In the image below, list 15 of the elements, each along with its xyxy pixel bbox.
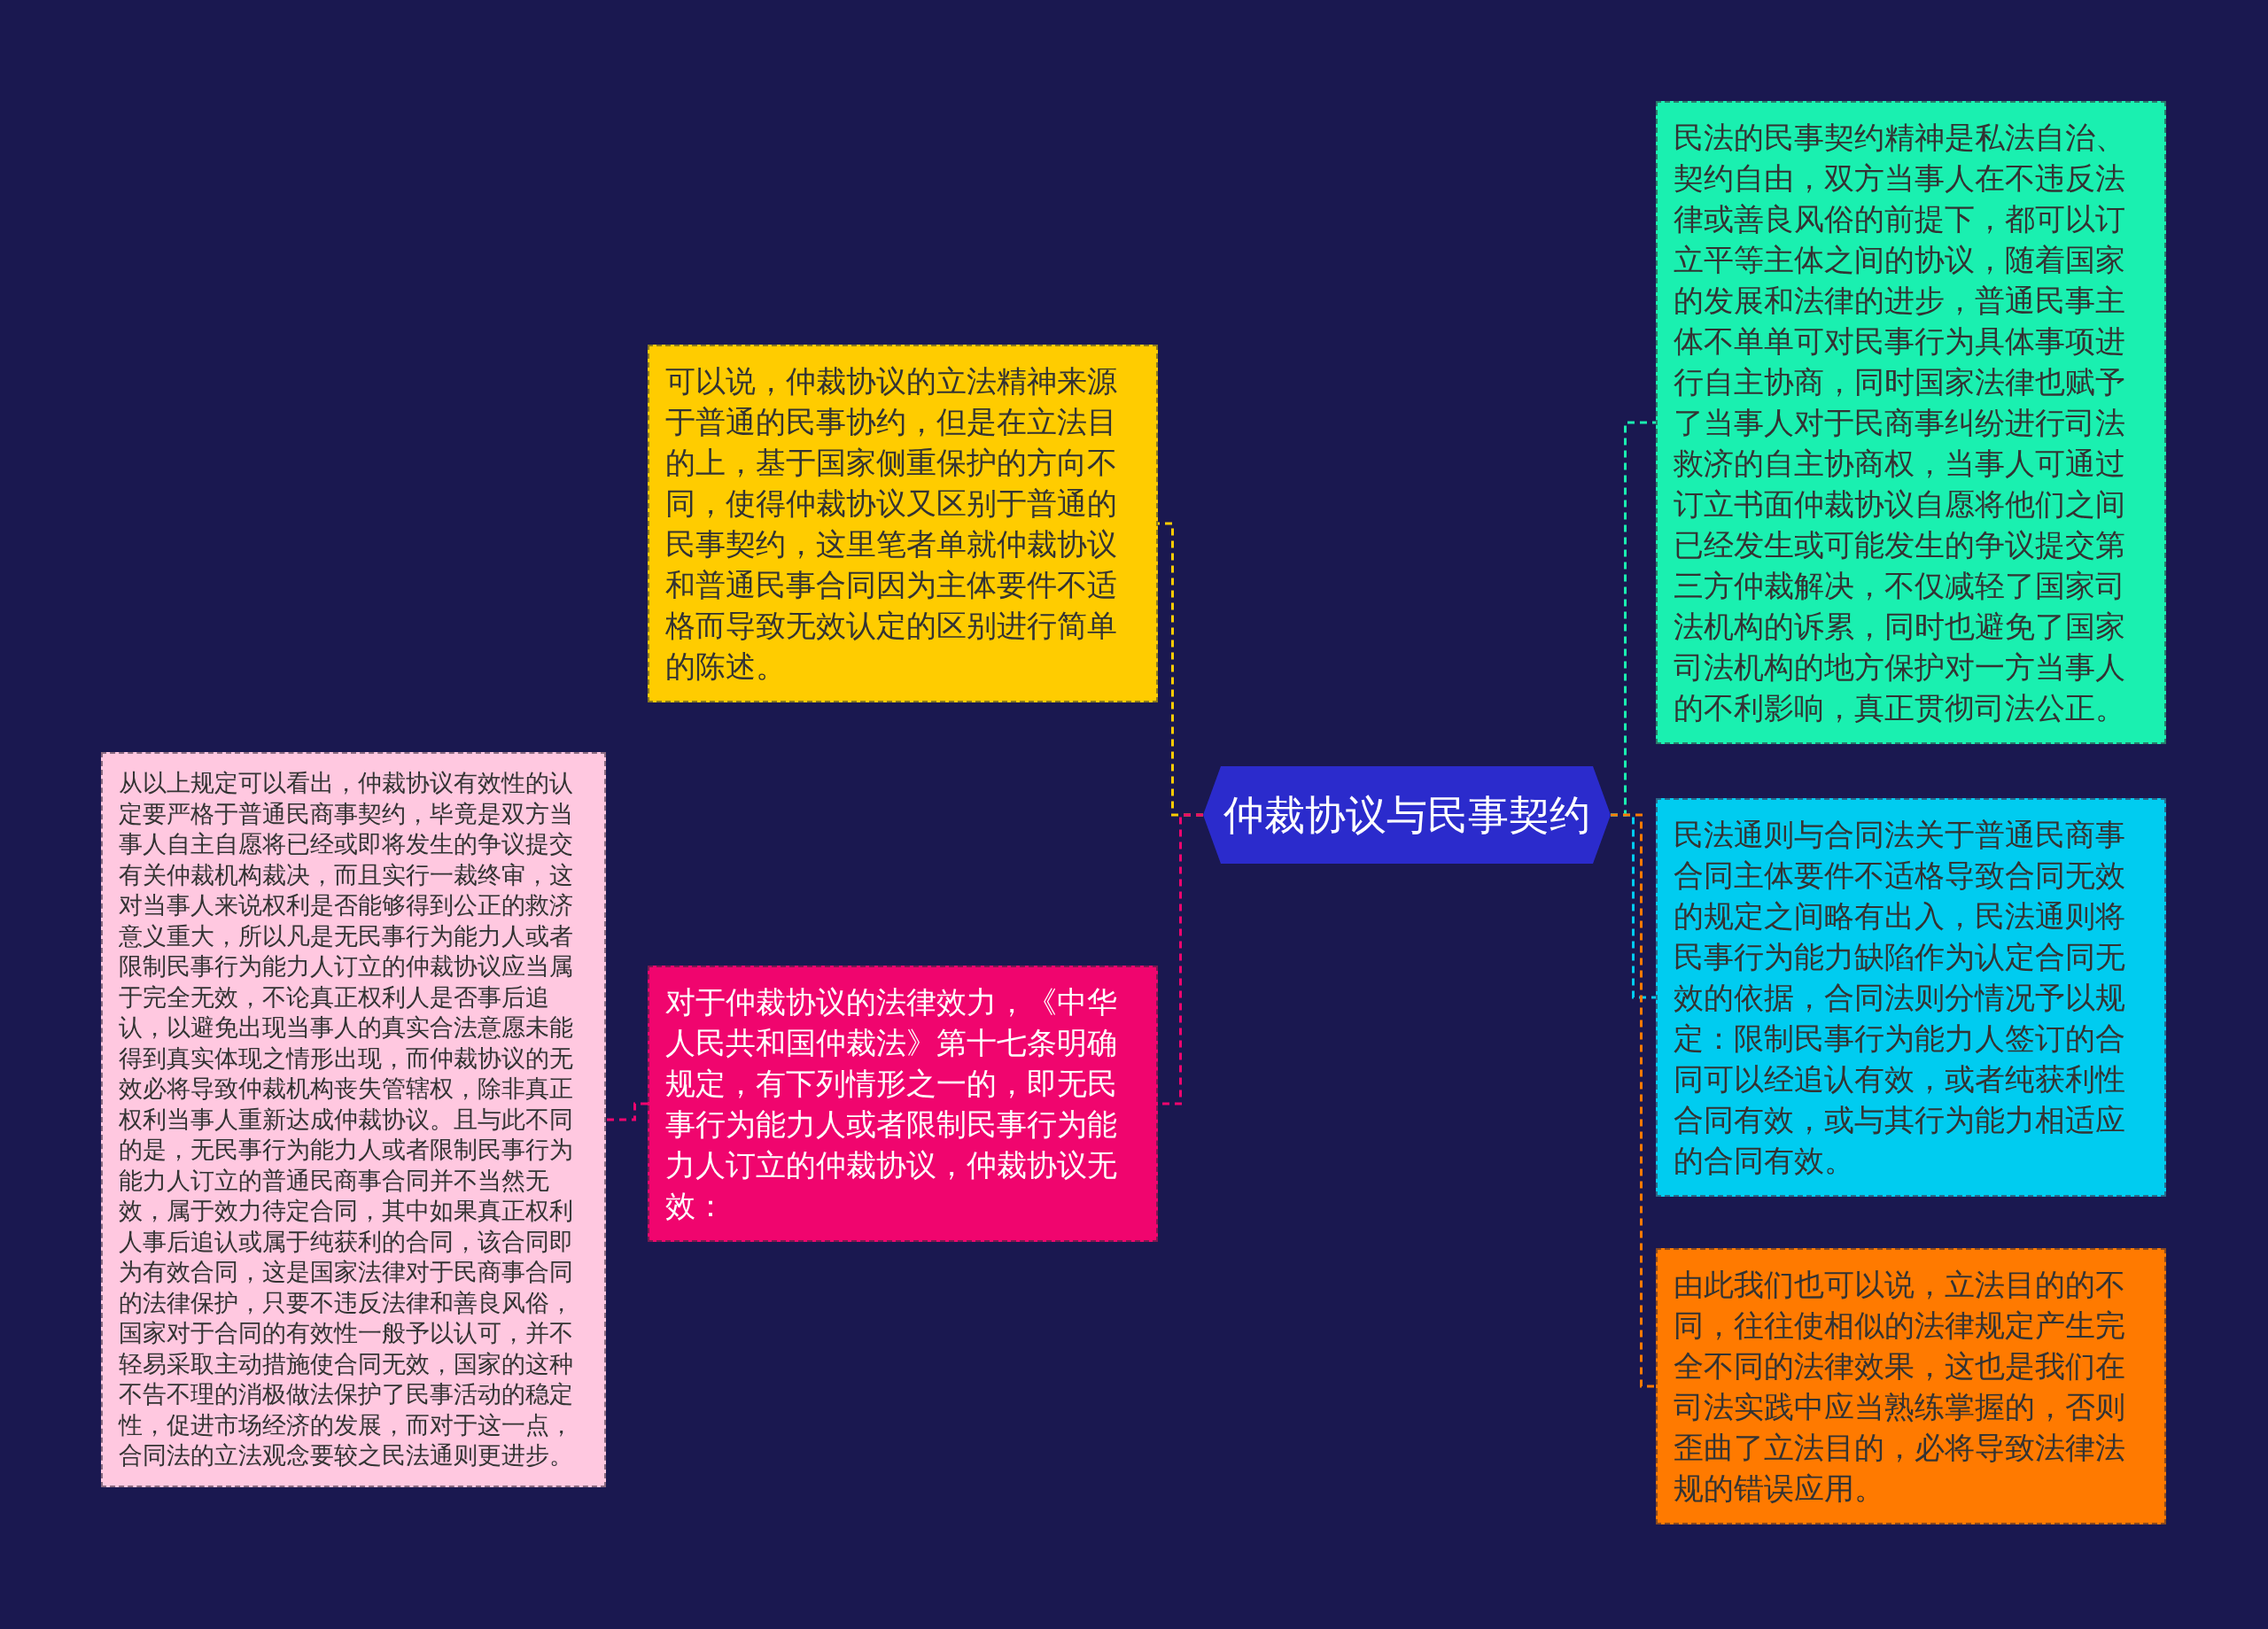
topic-card bbox=[1656, 101, 2166, 744]
topic-text: 从以上规定可以看出，仲裁协议有效性的认定要严格于普通民商事契约，毕竟是双方当事人自主自愿将已经或即将发生的争议提交有关仲裁机构裁决，而且实行一裁终审，这对当事人来说权利是否能够得到公正的救济意义重大，所以凡是无民事行为能力人或者限制民事行为能力人订立的仲裁协议应当属于完全无效，不论真正权利人是否事后追认，以避免出现当事人的真实合法意愿未能得到真实体现之情形出现，而仲裁协议的无效必将导致仲裁机构丧失管辖权，除非真正权利当事人重新达成仲裁协议。且与此不同的是，无民事行为能力人或者限制民事行为能力人订立的普通民商事合同并不当然无效，属于效力待定合同，其中如果真正权利人事后追认或属于纯获利的合同，该合同即为有效合同，这是国家法律对于民商事合同的法律保护，只要不违反法律和善良风俗，国家对于合同的有效性一般予以认可，并不轻易采取主动措施使合同无效，国家的这种不告不理的消极做法保护了民事活动的稳定性，促进市场经济的发展，而对于这一点，合同法的立法观念要较之民法通则更进步。 bbox=[119, 768, 574, 1470]
topic-card bbox=[648, 966, 1158, 1242]
topic-card bbox=[1656, 798, 2166, 1197]
topic-title: 仲裁协议与民事契约 bbox=[1223, 789, 1590, 841]
connector-line bbox=[606, 1102, 648, 1121]
topic-card bbox=[648, 345, 1158, 702]
topic-card bbox=[1656, 1248, 2166, 1524]
topic-text: 民法通则与合同法关于普通民商事合同主体要件不适格导致合同无效的规定之间略有出入，民法通则将民事行为能力缺陷作为认定合同无效的依据，合同法则分情况予以规定：限制民事行为能力人签订的合同可以经追认有效，或者纯获利性合同有效，或与其行为能力相适应的合同有效。 bbox=[1674, 816, 2126, 1180]
topic-text: 对于仲裁协议的法律效力，《中华人民共和国仲裁法》第十七条明确规定，有下列情形之一的，即无民事行为能力人或者限制民事行为能力人订立的仲裁协议，仲裁协议无效： bbox=[665, 983, 1118, 1225]
topic-text: 可以说，仲裁协议的立法精神来源于普通的民事协约，但是在立法目的上，基于国家侧重保护的方向不同，使得仲裁协议又区别于普通的民事契约，这里笔者单就仲裁协议和普通民事合同因为主体要件不适格而导致无效认定的区别进行简单的陈述。 bbox=[665, 362, 1118, 686]
central-topic bbox=[1203, 766, 1611, 864]
connector-line bbox=[1611, 813, 1656, 1388]
topic-text: 民法的民事契约精神是私法自治、契约自由，双方当事人在不违反法律或善良风俗的前提下，都可以订立平等主体之间的协议，随着国家的发展和法律的进步，普通民事主体不单单可对民事行为具体事项进行自主协商，同时国家法律也赋予了当事人对于民商事纠纷进行司法救济的自主协商权，当事人可通过订立书面仲裁协议自愿将他们之间已经发生或可能发生的争议提交第三方仲裁解决，不仅减轻了国家司法机构的诉累，同时也避免了国家司法机构的地方保护对一方当事人的不利影响，真正贯彻司法公正。 bbox=[1674, 119, 2126, 727]
topic-text: 由此我们也可以说，立法目的的不同，往往使相似的法律规定产生完全不同的法律效果，这也是我们在司法实践中应当熟练掌握的，否则歪曲了立法目的，必将导致法律法规的错误应用。 bbox=[1674, 1266, 2126, 1508]
